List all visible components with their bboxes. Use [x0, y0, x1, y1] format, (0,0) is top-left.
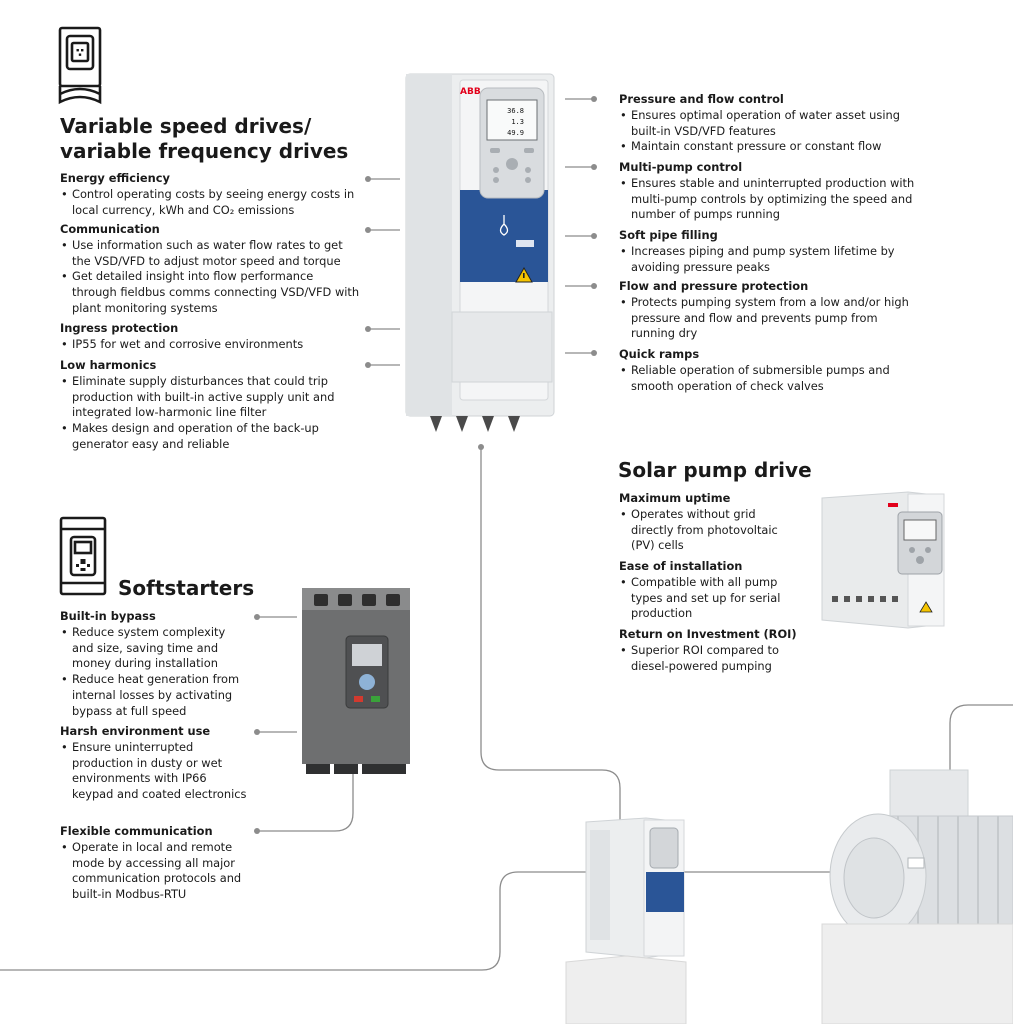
bullet-item: Eliminate supply disturbances that could…: [60, 374, 360, 421]
vsd-title-line1: Variable speed drives/: [60, 114, 312, 138]
section-heading: Soft pipe filling: [619, 228, 718, 242]
vsd-right-section-pressure-flow: Pressure and flow control Ensures optima…: [619, 92, 919, 158]
bullet-item: Makes design and operation of the back-u…: [60, 421, 360, 453]
softstarter-image: [302, 588, 410, 774]
section-heading: Energy efficiency: [60, 171, 170, 185]
section-heading: Return on Investment (ROI): [619, 627, 797, 641]
bullet-item: Reduce heat generation from internal los…: [60, 672, 250, 719]
vsd-right-section-ramps: Quick ramps Reliable operation of submer…: [619, 347, 919, 397]
vsd-drive-image: ABB 36.8 1.3 49.9: [405, 73, 555, 432]
bullet-item: Operates without grid directly from phot…: [619, 507, 797, 554]
section-heading: Flow and pressure protection: [619, 279, 809, 293]
bullet-item: Ensures optimal operation of water asset…: [619, 108, 919, 140]
screen-value-2: 1.3: [511, 118, 524, 126]
drive-keypad-icon: [58, 26, 102, 105]
motor-image: [821, 769, 1013, 1024]
vsd-right-section-soft-pipe: Soft pipe filling Increases piping and p…: [619, 228, 919, 278]
bullet-item: Ensure uninterrupted production in dusty…: [60, 740, 250, 803]
bullet-item: Maintain constant pressure or constant f…: [619, 139, 919, 155]
soft-section-bypass: Built-in bypass Reduce system complexity…: [60, 609, 250, 723]
solar-section-roi: Return on Investment (ROI) Superior ROI …: [619, 627, 809, 677]
bullet-item: Superior ROI compared to diesel-powered …: [619, 643, 809, 675]
bullet-item: Operate in local and remote mode by acce…: [60, 840, 260, 903]
bullet-item: Protects pumping system from a low and/o…: [619, 295, 919, 342]
bullet-item: Reliable operation of submersible pumps …: [619, 363, 919, 395]
soft-section-harsh: Harsh environment use Ensure uninterrupt…: [60, 724, 250, 806]
small-drive-image: [565, 817, 687, 1024]
solar-section-installation: Ease of installation Compatible with all…: [619, 559, 797, 625]
soft-section-communication: Flexible communication Operate in local …: [60, 824, 260, 906]
section-heading: Quick ramps: [619, 347, 700, 361]
solar-drive-image: [821, 491, 945, 629]
section-heading: Flexible communication: [60, 824, 213, 838]
vsd-left-section-communication: Communication Use information such as wa…: [60, 222, 360, 320]
vsd-right-section-multipump: Multi-pump control Ensures stable and un…: [619, 160, 919, 226]
bullet-item: Get detailed insight into flow performan…: [60, 269, 360, 316]
bullet-item: Use information such as water flow rates…: [60, 238, 360, 270]
screen-value-3: 49.9: [507, 129, 524, 137]
vsd-left-section-ingress: Ingress protection IP55 for wet and corr…: [60, 321, 360, 356]
vsd-left-section-energy: Energy efficiency Control operating cost…: [60, 171, 360, 221]
section-heading: Low harmonics: [60, 358, 157, 372]
bullet-item: Compatible with all pump types and set u…: [619, 575, 797, 622]
bullet-item: Reduce system complexity and size, savin…: [60, 625, 250, 672]
softstarters-title: Softstarters: [118, 576, 255, 600]
solar-section-uptime: Maximum uptime Operates without grid dir…: [619, 491, 797, 557]
section-heading: Ease of installation: [619, 559, 743, 573]
bullet-item: Increases piping and pump system lifetim…: [619, 244, 919, 276]
section-heading: Pressure and flow control: [619, 92, 784, 106]
section-heading: Ingress protection: [60, 321, 179, 335]
abb-logo: ABB: [460, 87, 481, 97]
section-heading: Maximum uptime: [619, 491, 731, 505]
vsd-left-section-harmonics: Low harmonics Eliminate supply disturban…: [60, 358, 360, 456]
section-heading: Communication: [60, 222, 160, 236]
solar-title: Solar pump drive: [618, 458, 812, 482]
bullet-item: Ensures stable and uninterrupted product…: [619, 176, 919, 223]
section-heading: Multi-pump control: [619, 160, 743, 174]
screen-value-1: 36.8: [507, 107, 524, 115]
section-heading: Built-in bypass: [60, 609, 156, 623]
softstarter-icon: [59, 516, 107, 596]
vsd-right-section-protection: Flow and pressure protection Protects pu…: [619, 279, 919, 345]
bullet-item: IP55 for wet and corrosive environments: [60, 337, 360, 353]
bullet-item: Control operating costs by seeing energy…: [60, 187, 360, 219]
vsd-title-line2: variable frequency drives: [60, 139, 349, 163]
section-heading: Harsh environment use: [60, 724, 211, 738]
